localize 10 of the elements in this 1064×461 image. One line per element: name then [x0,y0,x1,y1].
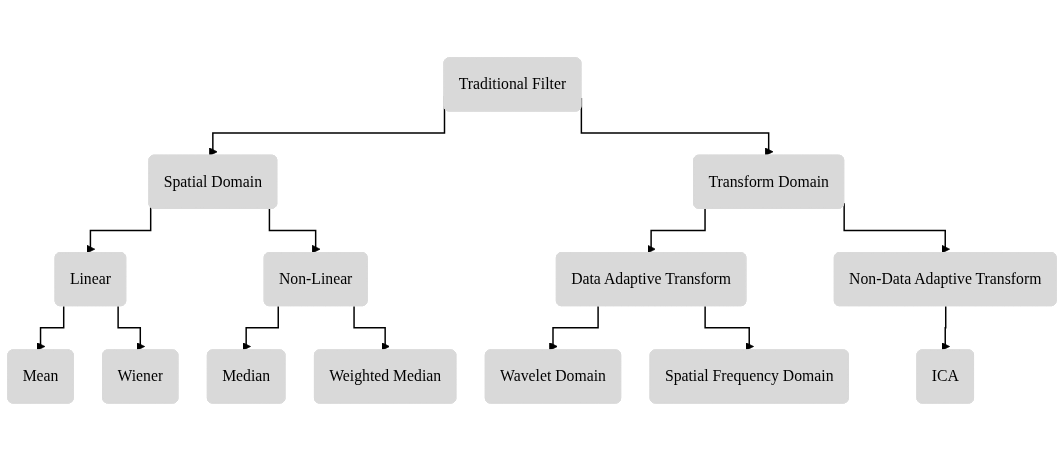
arrow [353,305,390,351]
arrow [941,305,950,351]
arrow [549,305,599,351]
arrow [36,305,65,351]
arrow [268,208,321,254]
arrow [647,208,706,254]
arrow [86,206,152,254]
arrow [242,305,279,351]
arrow [704,305,754,351]
arrow [117,305,146,351]
